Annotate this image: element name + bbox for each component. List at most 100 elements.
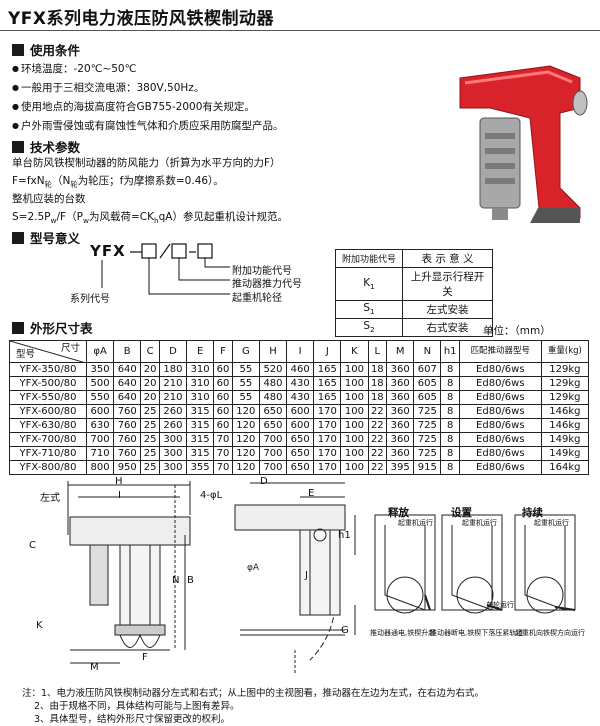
product-photo	[430, 38, 595, 233]
table-cell: 315	[186, 432, 215, 447]
table-cell: 760	[113, 404, 142, 419]
table-cell: YFX-800/80	[9, 460, 87, 475]
drawing-label-left: 左式	[40, 493, 60, 504]
table-cell: 55	[231, 390, 260, 405]
dim-label-E: E	[308, 488, 315, 499]
table-cell: Ed80/6ws	[458, 390, 542, 405]
note-line: 2、由于规格不同，具体结构可能与上图有差异。	[34, 701, 240, 712]
table-cell: 70	[213, 460, 233, 475]
table-cell: 605	[413, 390, 442, 405]
column-header: G	[231, 340, 260, 363]
model-meaning-table: 附加功能代号 表 示 意 义 K1 上升显示行程开关 S1 左式安装 S2 右式…	[335, 249, 493, 337]
table-cell: 430	[286, 390, 315, 405]
note-line: 3、具体型号，结构外形尺寸保留更改的权利。	[34, 714, 231, 725]
condition-line: 环境温度：-20℃~50℃	[12, 61, 136, 76]
table-cell: 25	[140, 418, 160, 433]
column-header-weight: 重量(kg)	[540, 340, 590, 363]
table-cell: 60	[213, 404, 233, 419]
table-cell: 605	[413, 376, 442, 391]
table-cell: 22	[367, 460, 388, 475]
table-cell: 260	[158, 404, 188, 419]
label-pusher-code: 推动器推力代号	[232, 279, 302, 290]
dim-label-H: H	[115, 476, 123, 487]
dim-label-G: G	[341, 625, 349, 636]
table-cell: 315	[186, 418, 215, 433]
column-header: B	[113, 340, 142, 363]
table-cell: 650	[258, 418, 288, 433]
table-cell: Ed80/6ws	[458, 418, 542, 433]
table-cell: Ed80/6ws	[458, 404, 542, 419]
table-cell: 18	[367, 376, 388, 391]
table-cell: 129kg	[540, 390, 590, 405]
state-tag-release: 起重机运行	[398, 519, 433, 527]
table-cell: 760	[113, 446, 142, 461]
table-cell: 300	[158, 460, 188, 475]
table-cell: 360	[386, 376, 415, 391]
table-row: S1 左式安装	[335, 300, 493, 319]
table-cell: 480	[258, 390, 288, 405]
table-cell: 310	[186, 376, 215, 391]
table-cell: 170	[313, 460, 342, 475]
column-header: M	[386, 340, 415, 363]
table-cell: 20	[140, 362, 160, 377]
table-cell: 18	[367, 390, 388, 405]
table-cell: 22	[367, 404, 388, 419]
table-cell: 710	[85, 446, 115, 461]
page-title: YFX系列电力液压防风铁楔制动器	[8, 9, 275, 29]
table-cell: 700	[258, 432, 288, 447]
table-cell: 120	[231, 404, 260, 419]
dim-label-N: N	[172, 575, 180, 586]
table-cell: 650	[286, 460, 315, 475]
table-cell: 360	[386, 404, 415, 419]
table-cell: 164kg	[540, 460, 590, 475]
section-params-heading: 技术参数	[12, 137, 80, 156]
table-cell: 100	[340, 362, 369, 377]
table-cell: 149kg	[540, 432, 590, 447]
table-cell: 460	[286, 362, 315, 377]
table-cell: 100	[340, 432, 369, 447]
table-cell: 60	[213, 362, 233, 377]
section-marker-icon	[12, 321, 24, 334]
table-cell: 100	[340, 446, 369, 461]
table-cell: 149kg	[540, 446, 590, 461]
table-cell: 8	[440, 446, 460, 461]
table-cell: 170	[313, 446, 342, 461]
table-cell: 100	[340, 460, 369, 475]
table-cell: 120	[231, 418, 260, 433]
table-cell: 100	[340, 376, 369, 391]
table-cell: 520	[258, 362, 288, 377]
label-wheel-diameter: 起重机轮径	[232, 293, 282, 304]
table-cell: 8	[440, 432, 460, 447]
column-header: F	[213, 340, 233, 363]
state-title-hold: 持续	[522, 507, 543, 519]
table-cell: Ed80/6ws	[458, 446, 542, 461]
condition-line: 一般用于三相交流电源：380V,50Hz。	[12, 80, 204, 95]
table-cell: 100	[340, 390, 369, 405]
table-cell: 8	[440, 460, 460, 475]
table-cell: 310	[186, 362, 215, 377]
section-model-heading: 型号意义	[12, 228, 80, 247]
table-cell: 8	[440, 376, 460, 391]
condition-line: 使用地点的海拔高度符合GB755-2000有关规定。	[12, 99, 255, 114]
table-cell: 760	[113, 432, 142, 447]
table-cell: 22	[367, 432, 388, 447]
table-cell: 22	[367, 418, 388, 433]
table-cell: 360	[386, 390, 415, 405]
table-cell: 430	[286, 376, 315, 391]
table-cell: 210	[158, 376, 188, 391]
state-tag-hold: 起重机运行	[534, 519, 569, 527]
column-header: I	[286, 340, 315, 363]
column-header: N	[413, 340, 442, 363]
section-marker-icon	[12, 231, 24, 244]
table-cell: 210	[158, 390, 188, 405]
table-cell: 8	[440, 390, 460, 405]
table-cell: 650	[286, 446, 315, 461]
note-line: 注：1、电力液压防风铁楔制动器分左式和右式；从上图中的主视图看，推动器在左边为左…	[22, 688, 485, 699]
model-code-diagram	[101, 243, 230, 295]
table-cell: 146kg	[540, 418, 590, 433]
table-cell: 20	[140, 376, 160, 391]
table-cell: 165	[313, 390, 342, 405]
